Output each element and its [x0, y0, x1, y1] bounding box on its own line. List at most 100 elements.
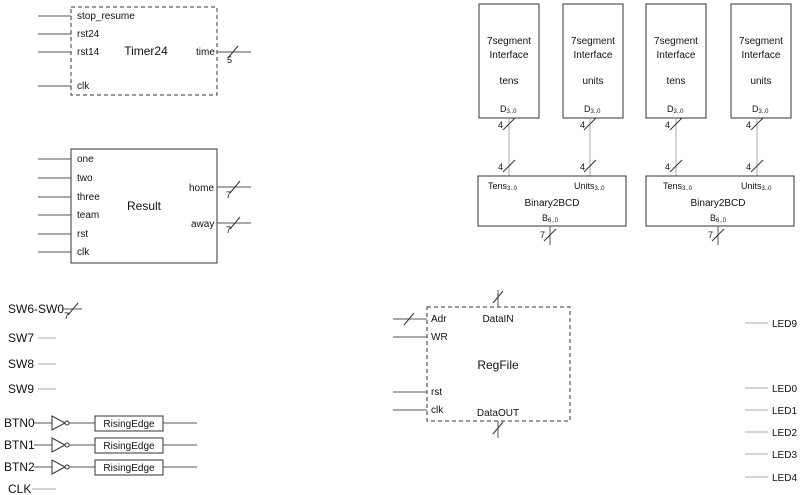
seven-segment-digit: tens [667, 76, 686, 87]
binary2bcd-input-port: B6..0 [542, 213, 559, 224]
led1-label: LED1 [772, 406, 797, 417]
seven-segment-port: D3..0 [752, 104, 769, 115]
bcd-to-7seg-buses: 4 4 4 4 4 4 4 4 [498, 117, 764, 176]
result-input-two: two [77, 173, 93, 184]
regfile-port-clk: clk [431, 405, 444, 416]
regfile-port-wr: WR [431, 332, 448, 343]
switches: SW6-SW0 7 SW7 SW8 SW9 [8, 302, 82, 396]
binary2bcd-title: Binary2BCD [690, 198, 745, 209]
seven-segment-port: D3..0 [500, 104, 517, 115]
seven-segment-box [562, 3, 624, 119]
bus-slash [492, 421, 504, 435]
bus-slash [229, 180, 241, 194]
switch-bus-label: SW6-SW0 [8, 302, 64, 316]
timer24-input-rst14: rst14 [77, 47, 100, 58]
binary2bcd-tens-port: Tens3..0 [488, 181, 518, 192]
binary2bcd-0: Tens3..0 Units3..0 Binary2BCD B6..0 7 [477, 175, 627, 245]
seven-segment-label: Interface [574, 50, 613, 61]
binary2bcd-tens-port: Tens3..0 [663, 181, 693, 192]
regfile-port-adr: Adr [431, 314, 447, 325]
result-input-one: one [77, 154, 94, 165]
inverter-bubble [64, 442, 70, 448]
seven-segment-1: 7segment Interface units D3..0 [562, 3, 624, 119]
button-btn1-label: BTN1 [4, 438, 35, 452]
timer24-bus-width: 5 [227, 55, 232, 65]
bus-width-label: 4 [746, 162, 751, 172]
result-output-away: away [191, 219, 214, 230]
binary2bcd-box [477, 175, 627, 227]
timer24-box [70, 6, 218, 96]
regfile-block: Adr WR rst clk RegFile DataIN DataOUT [393, 290, 571, 438]
seven-segment-box [478, 3, 540, 119]
binary2bcd-units-port: Units3..0 [741, 181, 772, 192]
inverter-bubble [64, 464, 70, 470]
result-input-team: team [77, 210, 99, 221]
seven-segment-label: 7segment [571, 36, 615, 47]
result-input-rst: rst [77, 229, 88, 240]
seven-segment-label: Interface [657, 50, 696, 61]
bus-width-label: 7 [540, 230, 545, 240]
seven-segment-label: Interface [742, 50, 781, 61]
binary2bcd-title: Binary2BCD [524, 198, 579, 209]
bus-width-label: 4 [665, 162, 670, 172]
led3-label: LED3 [772, 450, 797, 461]
bus-width-label: 4 [580, 162, 585, 172]
bus-width-label: 4 [498, 120, 503, 130]
switch-sw9-label: SW9 [8, 382, 34, 396]
seven-segment-0: 7segment Interface tens D3..0 [478, 3, 540, 119]
result-home-width: 7 [226, 190, 231, 200]
button-btn2-label: BTN2 [4, 460, 35, 474]
inverter-icon [51, 459, 67, 475]
inverter-icon [51, 437, 67, 453]
bus-slash [403, 312, 415, 326]
timer24-input-stop-resume: stop_resume [77, 11, 135, 22]
bus-slash [227, 45, 239, 59]
rising-edge-label: RisingEdge [103, 419, 155, 430]
seven-segment-label: 7segment [739, 36, 783, 47]
bus-slash [492, 290, 504, 304]
result-box [70, 148, 218, 264]
led0-label: LED0 [772, 384, 797, 395]
seven-segment-box [730, 3, 792, 119]
buttons: BTN0 BTN1 BTN2 RisingEdge RisingEdge Ris… [4, 415, 197, 495]
timer24-input-rst24: rst24 [77, 29, 100, 40]
result-output-home: home [189, 183, 214, 194]
regfile-port-rst: rst [431, 387, 442, 398]
seven-segment-port: D3..0 [584, 104, 601, 115]
bus-width-label: 7 [64, 311, 69, 321]
seven-segment-digit: units [750, 76, 771, 87]
regfile-title: RegFile [477, 358, 519, 372]
leds: LED9 LED0 LED1 LED2 LED3 LED4 [745, 319, 797, 484]
seven-segment-box [645, 3, 707, 119]
seven-segment-digit: units [582, 76, 603, 87]
led4-label: LED4 [772, 473, 797, 484]
bus-width-label: 4 [746, 120, 751, 130]
button-btn0-label: BTN0 [4, 416, 35, 430]
seven-segment-digit: tens [500, 76, 519, 87]
timer24-input-clk: clk [77, 81, 90, 92]
seven-segment-port: D3..0 [667, 104, 684, 115]
result-block: one two three team rst clk Result home a… [38, 148, 251, 264]
result-input-clk: clk [77, 247, 90, 258]
bus-slash [67, 302, 79, 316]
led2-label: LED2 [772, 428, 797, 439]
rising-edge-label: RisingEdge [103, 463, 155, 474]
binary2bcd-units-port: Units3..0 [574, 181, 605, 192]
timer24-title: Timer24 [124, 44, 168, 58]
bus-width-label: 4 [665, 120, 670, 130]
bus-width-label: 4 [498, 162, 503, 172]
regfile-port-dataout: DataOUT [477, 408, 519, 419]
seven-segment-label: Interface [490, 50, 529, 61]
seven-segment-label: 7segment [487, 36, 531, 47]
timer24-output-time: time [196, 47, 215, 58]
led9-label: LED9 [772, 319, 797, 330]
switch-sw7-label: SW7 [8, 331, 34, 345]
seven-segment-2: 7segment Interface tens D3..0 [645, 3, 707, 119]
inverter-icon [51, 415, 67, 431]
seven-segment-3: 7segment Interface units D3..0 [730, 3, 792, 119]
result-input-three: three [77, 192, 100, 203]
bus-width-label: 4 [580, 120, 585, 130]
timer24-block: stop_resume rst24 rst14 clk Timer24 time… [38, 6, 251, 96]
binary2bcd-box [645, 175, 795, 227]
bus-width-label: 7 [708, 230, 713, 240]
